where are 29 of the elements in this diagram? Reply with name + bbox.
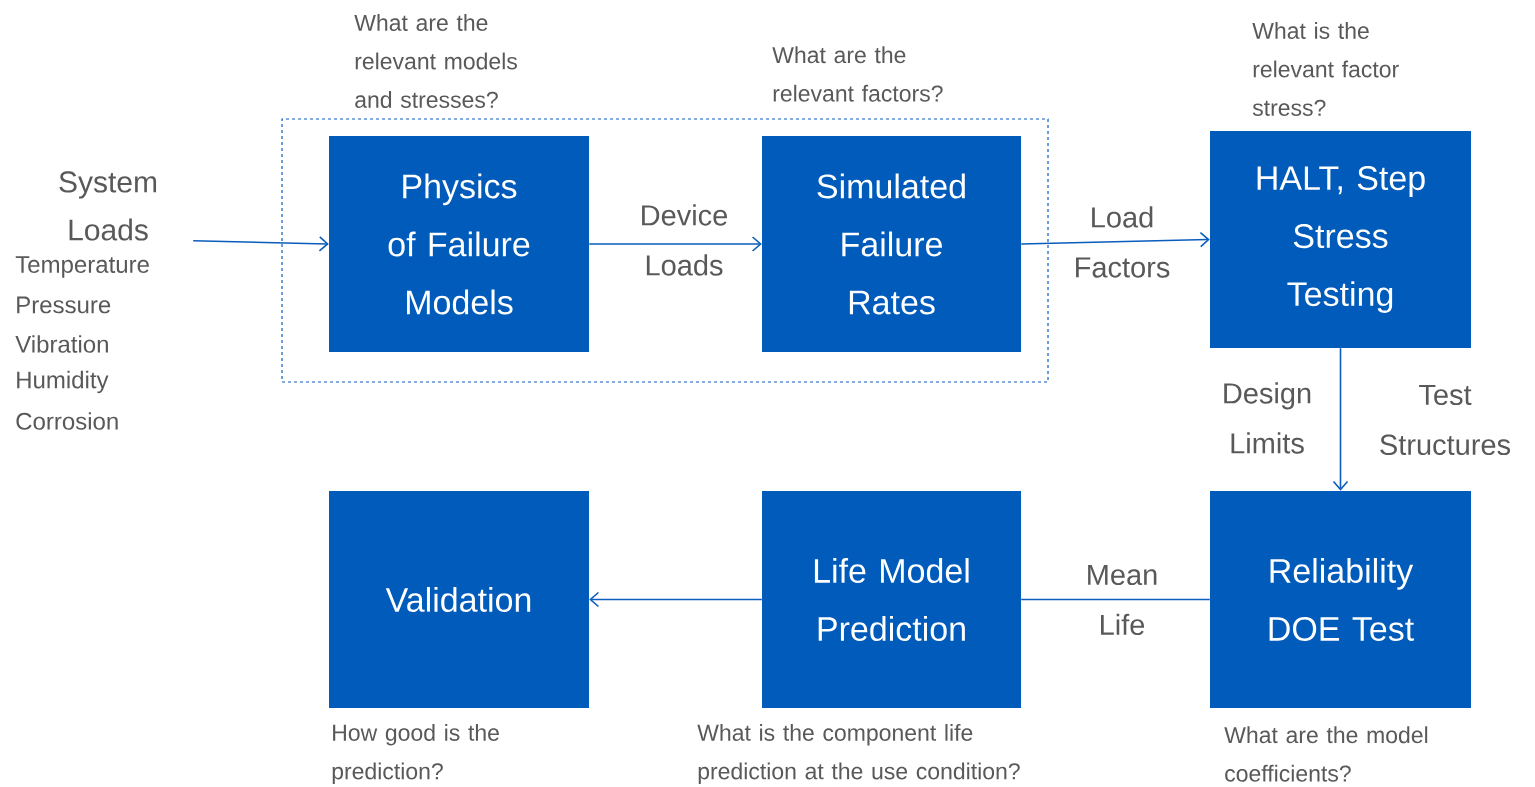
process-box: Validation <box>329 491 589 708</box>
edge-label: Device Loads <box>642 204 727 276</box>
process-box: Simulated Failure Rates <box>762 136 1021 352</box>
question-text: What are the relevant factors? <box>772 46 943 102</box>
edge-label: Design Limits <box>1224 382 1311 454</box>
process-box: HALT, Step Stress Testing <box>1210 131 1471 348</box>
list-item: Pressure <box>17 296 111 314</box>
question-text: What is the relevant factor stress? <box>1252 22 1399 116</box>
process-box: Reliability DOE Test <box>1210 491 1471 708</box>
list-item: Temperature <box>15 256 149 278</box>
arrow <box>588 236 762 252</box>
input-label: System Loads <box>59 171 157 241</box>
arrow <box>589 591 763 608</box>
edge-label: Load Factors <box>1076 206 1170 278</box>
question-text: How good is the prediction? <box>332 724 499 784</box>
arrow <box>1332 347 1349 491</box>
arrow <box>192 236 329 252</box>
question-text: What is the component life prediction at the use condition? <box>697 724 1020 784</box>
annotation-label: Test Structures <box>1380 384 1511 456</box>
arrow <box>1020 231 1210 248</box>
list-item: Corrosion <box>16 412 118 430</box>
process-box: Physics of Failure Models <box>329 136 589 352</box>
question-text: What are the model coefficients? <box>1224 726 1428 782</box>
process-box: Life Model Prediction <box>762 491 1021 708</box>
edge-label: Mean Life <box>1088 564 1157 636</box>
dashed-group-box <box>281 118 1049 383</box>
list-item: Humidity <box>17 370 109 394</box>
list-item: Vibration <box>15 335 108 353</box>
question-text: What are the relevant models and stresses? <box>354 14 517 108</box>
